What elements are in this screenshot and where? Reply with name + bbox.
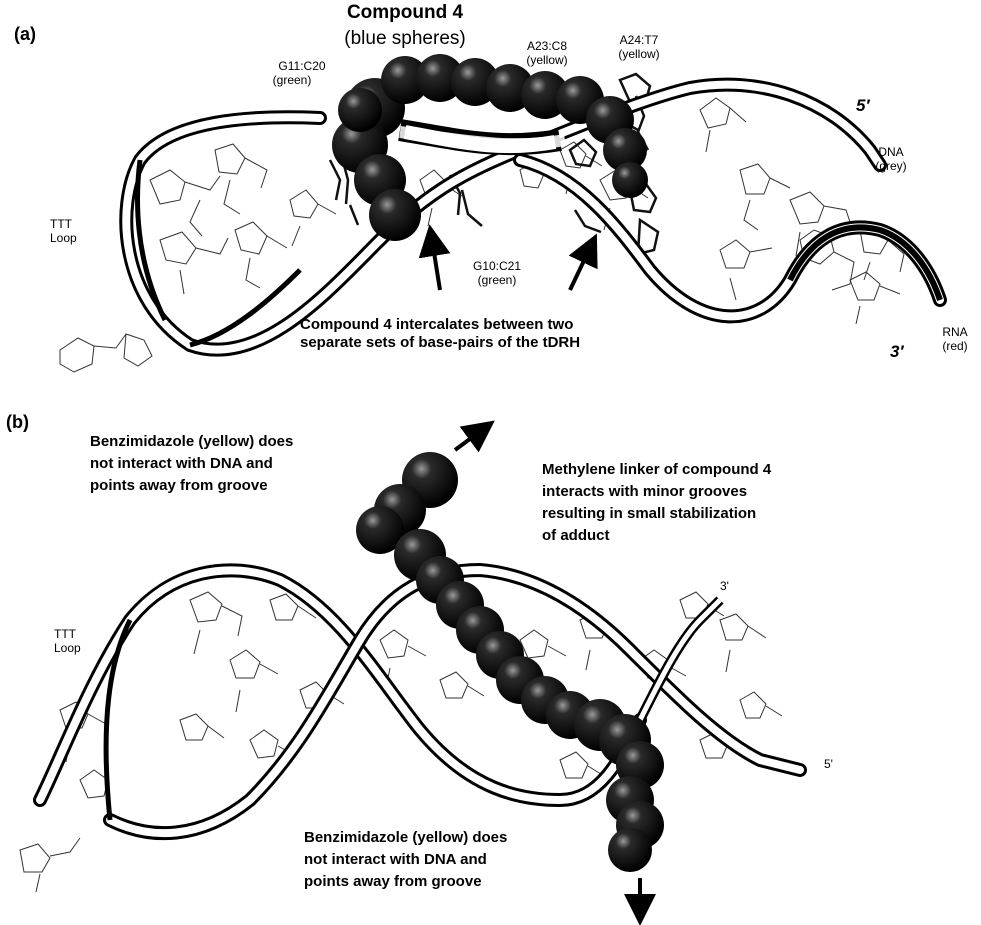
label-loop-a: Loop <box>50 231 77 245</box>
label-g10c21-color: (green) <box>477 273 517 287</box>
label-ttt-a: TTT <box>50 217 72 231</box>
label-rna: RNA <box>942 325 968 339</box>
label-rna-color: (red) <box>942 339 968 353</box>
panel-label-a: (a) <box>14 24 36 44</box>
arrow-icon <box>418 224 451 291</box>
label-a23c8: A23:C8 <box>526 39 568 53</box>
linker-line-2: interacts with minor grooves <box>542 483 748 500</box>
arrow-icon <box>453 420 495 453</box>
nucleotide-stick-model-b <box>19 591 783 893</box>
compound-subtitle: (blue spheres) <box>344 28 466 49</box>
benz-bottom-line-2: not interact with DNA and <box>304 851 487 868</box>
label-ttt-b: TTT <box>54 627 76 641</box>
label-a24t7: A24:T7 <box>619 33 659 47</box>
panel-b-artwork <box>19 420 807 925</box>
label-five-prime-b: 5' <box>824 757 833 771</box>
benz-bottom-line-1: Benzimidazole (yellow) does <box>304 829 508 846</box>
label-g11c20: G11:C20 <box>278 59 326 73</box>
molecule-sphere-chain-a <box>332 54 648 241</box>
benz-bottom-line-3: points away from groove <box>304 873 482 890</box>
label-g11c20-color: (green) <box>272 73 312 87</box>
benz-top-line-2: not interact with DNA and <box>90 455 273 472</box>
benz-top-line-3: points away from groove <box>90 477 268 494</box>
benz-top-line-1: Benzimidazole (yellow) does <box>90 433 294 450</box>
label-dna: DNA <box>878 145 904 159</box>
linker-line-3: resulting in small stabilization <box>542 505 757 522</box>
label-three-prime-a: 3′ <box>890 342 904 361</box>
nucleotide-stick-model-a <box>59 97 905 373</box>
label-a23c8-color: (yellow) <box>526 53 568 67</box>
linker-line-4: of adduct <box>542 527 610 544</box>
label-dna-color: (grey) <box>875 159 907 173</box>
linker-line-1: Methylene linker of compound 4 <box>542 461 772 478</box>
dna-ribbon-a <box>119 77 947 357</box>
arrow-icon-group-b <box>453 420 656 925</box>
arrow-icon-group-a <box>418 224 598 291</box>
compound-title: Compound 4 <box>346 2 464 23</box>
panel-label-b: (b) <box>6 412 29 432</box>
label-a24t7-color: (yellow) <box>618 47 660 61</box>
caption-a-line-2: separate sets of base-pairs of the tDRH <box>300 334 581 351</box>
dna-ribbon-b <box>33 562 807 841</box>
label-three-prime-b: 3' <box>720 579 729 593</box>
panel-a-artwork <box>59 54 947 373</box>
label-g10c21: G10:C21 <box>472 259 522 273</box>
caption-a-line-1: Compound 4 intercalates between two <box>300 316 574 333</box>
molecule-sphere-chain-b <box>356 452 664 872</box>
label-loop-b: Loop <box>54 641 81 655</box>
arrow-icon <box>568 233 598 291</box>
label-five-prime-a: 5′ <box>856 96 870 115</box>
